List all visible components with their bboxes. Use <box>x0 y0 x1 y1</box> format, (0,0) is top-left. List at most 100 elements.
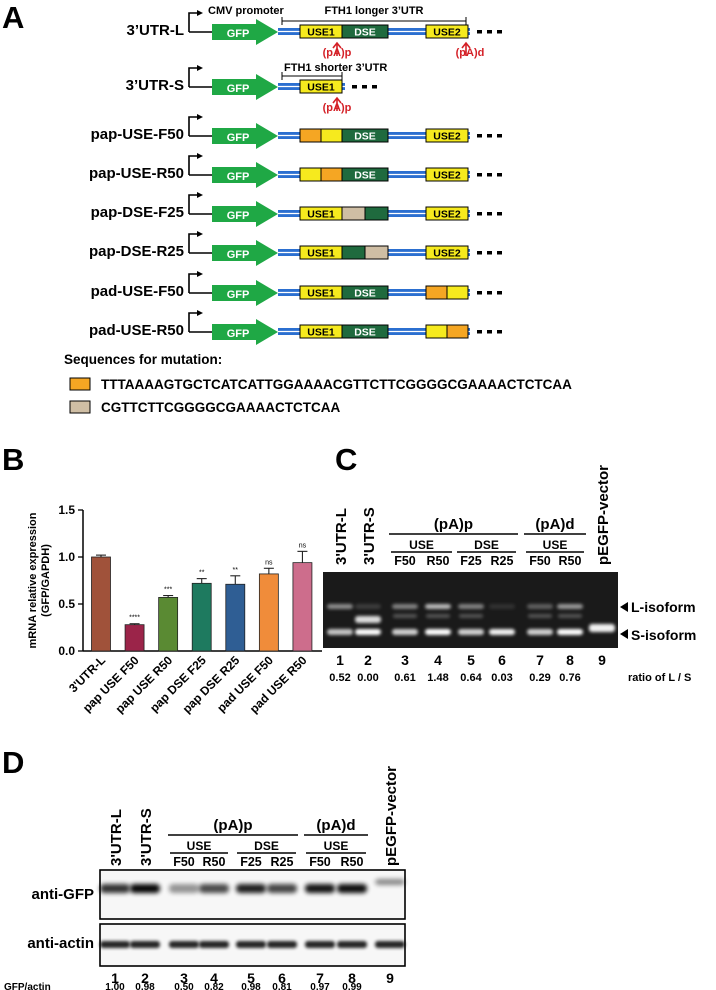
promoter-arrowhead <box>197 310 203 316</box>
ratio-value: 0.82 <box>204 982 224 990</box>
promoter-arrow <box>188 194 197 214</box>
gfp-label: GFP <box>227 132 250 144</box>
continuation-dash <box>497 212 502 216</box>
lane-number: 6 <box>278 970 286 986</box>
gel-band-l-isoform <box>425 604 451 609</box>
element-box <box>364 206 389 221</box>
element-box <box>425 245 469 260</box>
bar <box>124 624 145 652</box>
continuation-dash <box>497 251 502 255</box>
element-box <box>320 167 343 182</box>
lane-label: F50 <box>529 554 551 568</box>
element-label: DSE <box>354 327 376 339</box>
gel <box>323 572 618 648</box>
continuation-dash <box>477 330 482 334</box>
element-box <box>299 79 343 94</box>
panel-label-d: D <box>2 745 24 780</box>
gfp-arrow <box>212 74 278 100</box>
element-label: USE2 <box>433 27 461 39</box>
lane-label: 3'UTR-S <box>138 808 155 866</box>
gel-band-s-isoform <box>489 629 515 635</box>
lane-label: F25 <box>240 855 262 869</box>
gel-band-faint <box>558 614 582 618</box>
lane-label: pEGFP-vector <box>383 766 400 866</box>
gel-band-s-isoform <box>392 629 418 635</box>
lane-label: 3'UTR-L <box>108 809 125 866</box>
element-box <box>446 285 469 300</box>
ratio-value: 0.81 <box>272 982 292 990</box>
construct-name: pap-USE-F50 <box>91 126 184 143</box>
continuation-dash <box>487 134 492 138</box>
element-label: DSE <box>354 170 376 182</box>
construct-name: 3’UTR-L <box>127 22 185 39</box>
shorter-utr-label: FTH1 shorter 3’UTR <box>284 62 387 74</box>
band-gfp <box>199 884 229 893</box>
promoter-arrow <box>188 312 197 332</box>
continuation-dash <box>352 85 357 89</box>
element-box <box>364 245 389 260</box>
gel-band-l-isoform <box>392 604 418 609</box>
lane-number: 5 <box>467 652 475 668</box>
pa-proximal-marker <box>332 96 342 111</box>
gfp-arrow <box>212 319 278 345</box>
ratio-value: 0.29 <box>529 672 550 684</box>
gel-band-l-isoform <box>355 604 381 609</box>
lane-number: 1 <box>111 970 119 986</box>
continuation-dash <box>477 291 482 295</box>
continuation-dash <box>497 134 502 138</box>
band-actin <box>305 941 335 948</box>
significance-label: ** <box>199 570 205 577</box>
panel-label-b: B <box>2 442 24 477</box>
significance-label: **** <box>129 615 140 622</box>
promoter-arrowhead <box>197 231 203 237</box>
element-label: USE2 <box>433 209 461 221</box>
continuation-dash <box>487 291 492 295</box>
pa-proximal-label: (pA)p <box>213 817 252 834</box>
bar <box>191 582 212 652</box>
significance-label: ** <box>233 567 239 574</box>
lane-label: R50 <box>341 855 364 869</box>
ratio-value: 0.98 <box>241 982 261 990</box>
lane-number: 5 <box>247 970 255 986</box>
ratio-value: 0.97 <box>310 982 330 990</box>
lane-number: 6 <box>498 652 506 668</box>
lane-number: 2 <box>141 970 149 986</box>
element-label: DSE <box>354 27 376 39</box>
lane-number: 8 <box>566 652 574 668</box>
element-box <box>425 324 448 339</box>
element-box <box>341 128 389 143</box>
l-isoform-label: L-isoform <box>631 599 696 615</box>
lane-label: R50 <box>559 554 582 568</box>
ratio-value: 1.00 <box>105 982 125 990</box>
gfp-label: GFP <box>227 249 250 261</box>
ratio-value: 0.64 <box>460 672 482 684</box>
lane-number: 7 <box>316 970 324 986</box>
element-label: USE1 <box>307 27 335 39</box>
continuation-dash <box>487 173 492 177</box>
element-box <box>299 167 322 182</box>
element-label: DSE <box>354 288 376 300</box>
ratio-value: 0.76 <box>559 672 580 684</box>
band-gfp <box>236 884 266 893</box>
element-label: USE1 <box>307 327 335 339</box>
gfp-label: GFP <box>227 171 250 183</box>
gfp-arrow <box>212 162 278 188</box>
ratio-value: 0.03 <box>491 672 512 684</box>
bar <box>158 597 179 652</box>
construct-name: pap-DSE-R25 <box>89 243 184 260</box>
mutation-sequence-1-swatch <box>69 377 91 391</box>
continuation-dash <box>477 173 482 177</box>
construct-name: pap-USE-R50 <box>89 165 184 182</box>
band-gfp <box>305 884 335 893</box>
ratio-value: 0.50 <box>174 982 194 990</box>
band-actin <box>267 941 297 948</box>
y-axis-label: mRNA relative expression(GFP/GAPDH) <box>27 512 52 648</box>
lane-label: R50 <box>427 554 450 568</box>
band-gfp <box>375 879 405 885</box>
continuation-dash <box>497 291 502 295</box>
